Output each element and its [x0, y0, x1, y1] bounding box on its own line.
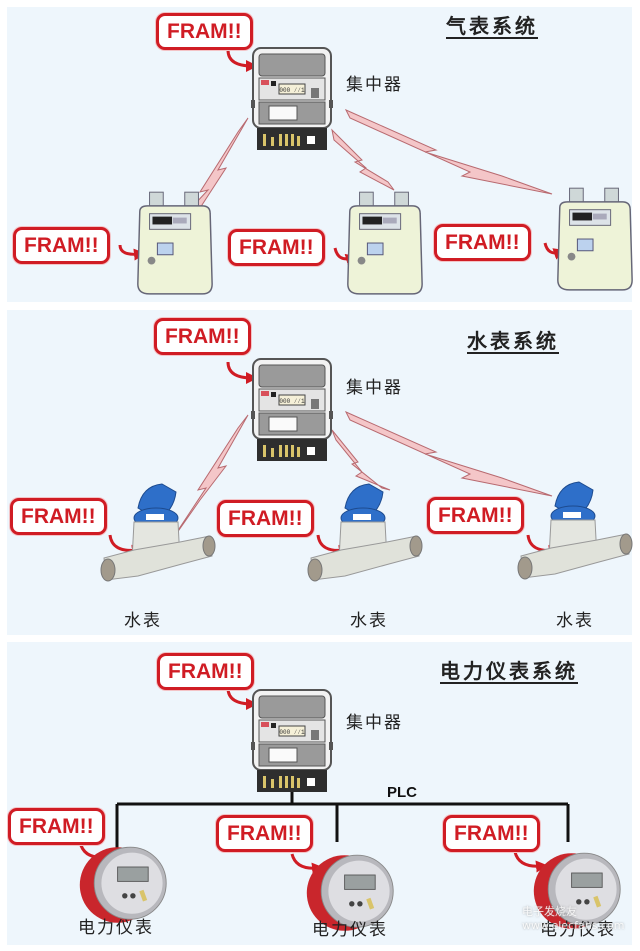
gas-meter: [340, 190, 428, 298]
device-label: 水表: [124, 611, 162, 631]
fram-callout: FRAM!!: [427, 497, 524, 534]
concentrator-label: 集中器: [346, 378, 403, 398]
gas-meter: [130, 190, 218, 298]
fram-callout: FRAM!!: [228, 229, 325, 266]
fram-callout: FRAM!!: [434, 224, 531, 261]
device-label: 电力仪表: [78, 918, 154, 938]
water-meter: [515, 478, 635, 588]
fram-callout: FRAM!!: [216, 815, 313, 852]
wireless-link-bolt: [331, 429, 391, 491]
concentrator-label: 集中器: [346, 713, 403, 733]
water-meter: [305, 480, 425, 590]
plc-label: PLC: [387, 784, 417, 801]
fram-callout: FRAM!!: [13, 227, 110, 264]
concentrator-device: [247, 355, 337, 465]
watermark: 电子发烧友 www.elecfans.com: [522, 905, 625, 932]
device-label: 电力仪表: [540, 920, 616, 940]
plc-bus: [115, 785, 570, 850]
wireless-link-bolt: [344, 108, 553, 195]
fram-callout: FRAM!!: [8, 808, 105, 845]
concentrator-device: [247, 44, 337, 154]
fram-callout: FRAM!!: [443, 815, 540, 852]
fram-callout: FRAM!!: [156, 13, 253, 50]
panel-title-power: 电力仪表系统: [440, 659, 578, 683]
fram-callout: FRAM!!: [154, 318, 251, 355]
concentrator-device: [247, 686, 337, 796]
panel-title-gas: 气表系统: [446, 14, 538, 38]
fram-callout: FRAM!!: [217, 500, 314, 537]
water-meter: [98, 480, 218, 590]
device-label: 电力仪表: [312, 920, 388, 940]
gas-meter: [550, 186, 638, 294]
device-label: 水表: [556, 611, 594, 631]
wireless-link-bolt: [331, 128, 395, 191]
panel-title-water: 水表系统: [467, 329, 559, 353]
fram-callout: FRAM!!: [157, 653, 254, 690]
wireless-link-bolt: [344, 410, 553, 497]
fram-callout: FRAM!!: [10, 498, 107, 535]
device-label: 水表: [350, 611, 388, 631]
concentrator-label: 集中器: [346, 75, 403, 95]
